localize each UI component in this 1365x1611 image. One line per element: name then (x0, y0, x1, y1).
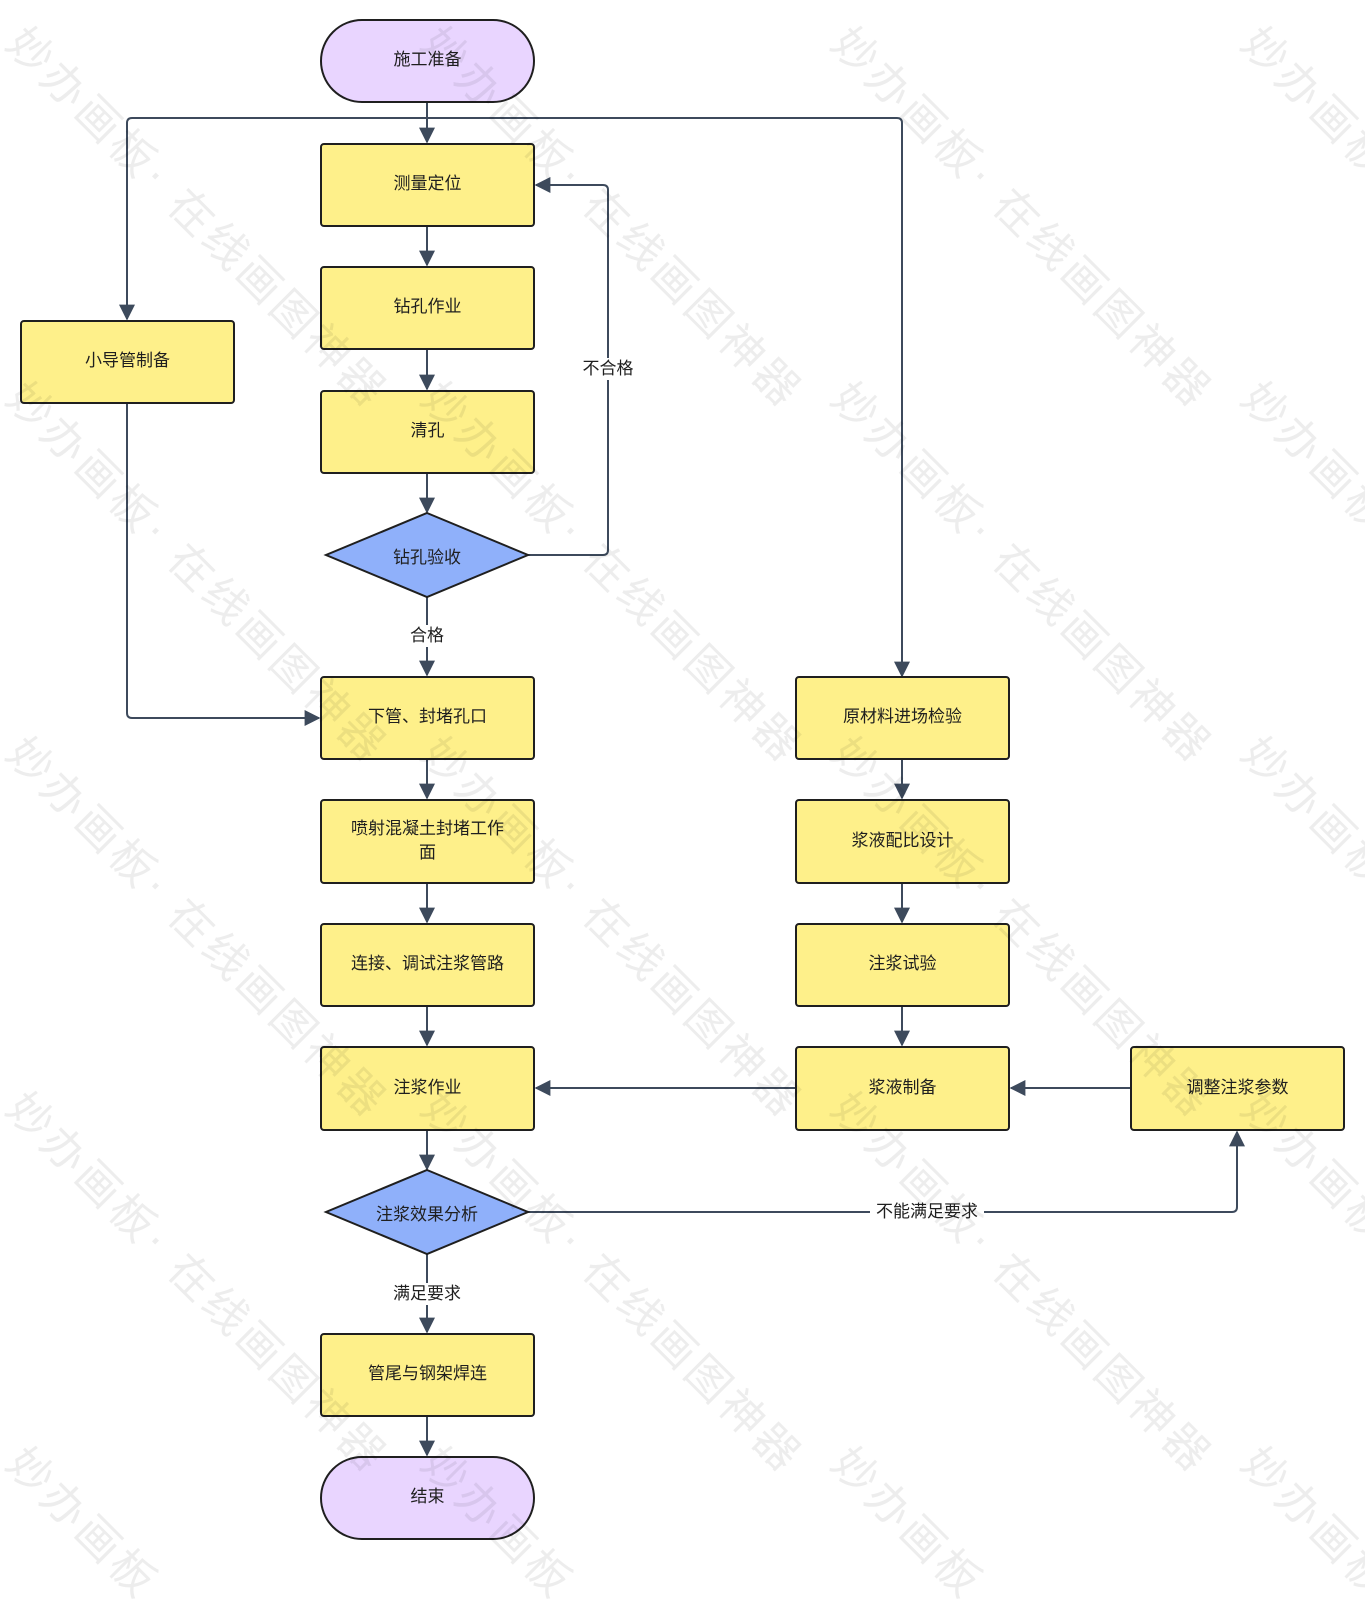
adjust-step: 调整注浆参数 (1130, 1046, 1345, 1131)
connector-start-raw-material (427, 117, 910, 678)
spray-step: 喷射混凝土封堵工作面 (320, 799, 535, 884)
mix-design-step: 浆液配比设计 (795, 799, 1010, 884)
drill-step: 钻孔作业 (320, 266, 535, 350)
decision-diamond-effect (323, 1168, 531, 1256)
edge-label-pass: 合格 (404, 625, 450, 647)
effect-decision: 注浆效果分析 (376, 1204, 478, 1225)
raw-material-step: 原材料进场检验 (795, 676, 1010, 760)
small-pipe-step: 小导管制备 (20, 320, 235, 404)
edge-label-not-satisfy: 不能满足要求 (870, 1201, 984, 1223)
insert-pipe-step: 下管、封堵孔口 (320, 676, 535, 760)
connector-effect-adjust (528, 1130, 1245, 1213)
edge-label-satisfy: 满足要求 (387, 1283, 467, 1305)
grouting-step: 注浆作业 (320, 1046, 535, 1131)
end-terminal: 结束 (320, 1456, 535, 1540)
edge-label-fail: 不合格 (576, 358, 640, 380)
weld-step: 管尾与钢架焊连 (320, 1333, 535, 1417)
grout-test-step: 注浆试验 (795, 923, 1010, 1007)
measure-step: 测量定位 (320, 143, 535, 227)
clean-step: 清孔 (320, 390, 535, 474)
slurry-prep-step: 浆液制备 (795, 1046, 1010, 1131)
connectors-layer (119, 103, 1245, 1457)
decision-diamond-drill-check (323, 511, 531, 599)
connect-step: 连接、调试注浆管路 (320, 923, 535, 1007)
drill-check-decision: 钻孔验收 (393, 547, 461, 568)
flowchart: 施工准备 测量定位 钻孔作业 清孔 钻孔验收 下管、封堵孔口 喷射混凝土封堵工作… (0, 18, 1365, 1610)
connector-small-pipe-insert (126, 404, 321, 726)
start-terminal: 施工准备 (320, 19, 535, 103)
connector-start-small-pipe (119, 117, 427, 321)
